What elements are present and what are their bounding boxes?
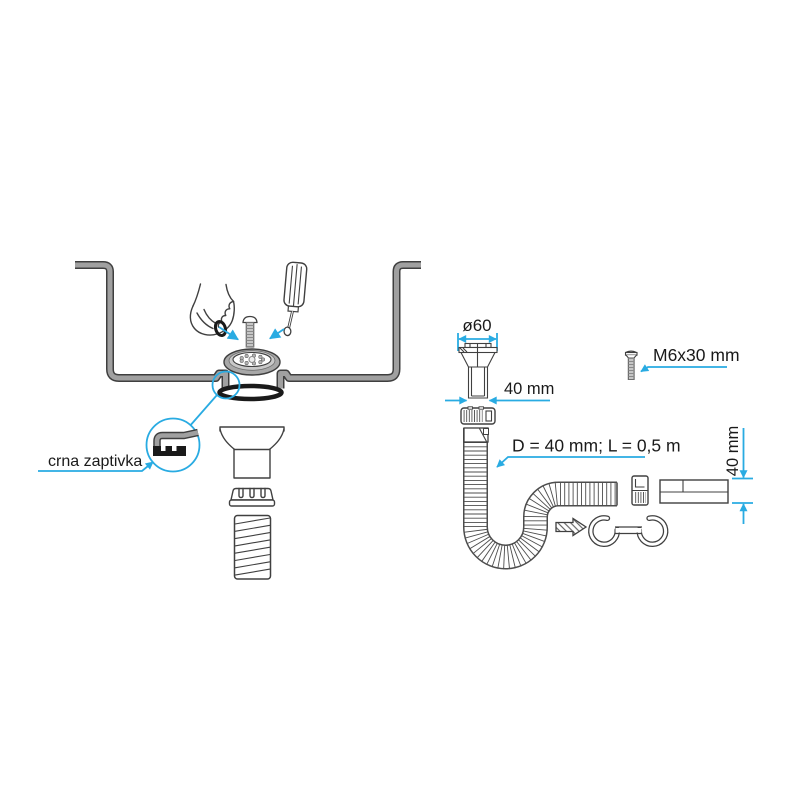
screw-size-label: M6x30 mm bbox=[653, 345, 740, 365]
tailpiece-body bbox=[458, 342, 498, 399]
pipe-height-label: 40 mm bbox=[724, 426, 742, 476]
slip-nut bbox=[460, 406, 496, 425]
gasket-callout: crna zaptivka bbox=[38, 453, 154, 472]
gasket-magnifier bbox=[145, 370, 241, 473]
sink-cross-section bbox=[75, 261, 421, 389]
screwdriver bbox=[283, 261, 308, 337]
black-gasket-oring bbox=[217, 383, 284, 402]
width-dimension: 40 mm bbox=[445, 380, 554, 405]
hose-spec-label: D = 40 mm; L = 0,5 m bbox=[512, 436, 681, 456]
mounting-screw bbox=[242, 315, 258, 348]
drain-strainer bbox=[223, 348, 281, 376]
corrugated-fitting bbox=[233, 514, 272, 580]
hose-spec-callout: D = 40 mm; L = 0,5 m bbox=[496, 436, 681, 468]
pipe-height-dimension: 40 mm bbox=[724, 426, 753, 524]
assembly-arrows bbox=[218, 326, 285, 341]
gasket-callout-label: crna zaptivka bbox=[48, 453, 142, 470]
diameter-label: ø60 bbox=[462, 316, 491, 335]
block-arrow bbox=[555, 517, 588, 537]
small-gasket-ring bbox=[213, 319, 228, 338]
strainer-holes bbox=[239, 353, 265, 366]
m6-screw bbox=[624, 350, 638, 380]
flexible-hose bbox=[463, 427, 618, 570]
straight-pipe bbox=[659, 479, 729, 504]
lock-nut bbox=[631, 475, 649, 506]
pipe-clip bbox=[588, 515, 669, 547]
tailpiece: ø60 40 mm bbox=[445, 316, 554, 405]
drain-body bbox=[219, 426, 285, 479]
hand-holding-gasket bbox=[189, 283, 235, 338]
gasket-teeth bbox=[153, 446, 186, 456]
screw-size-callout: M6x30 mm bbox=[640, 345, 740, 373]
width-label: 40 mm bbox=[504, 380, 554, 398]
crown-nut bbox=[228, 487, 276, 507]
